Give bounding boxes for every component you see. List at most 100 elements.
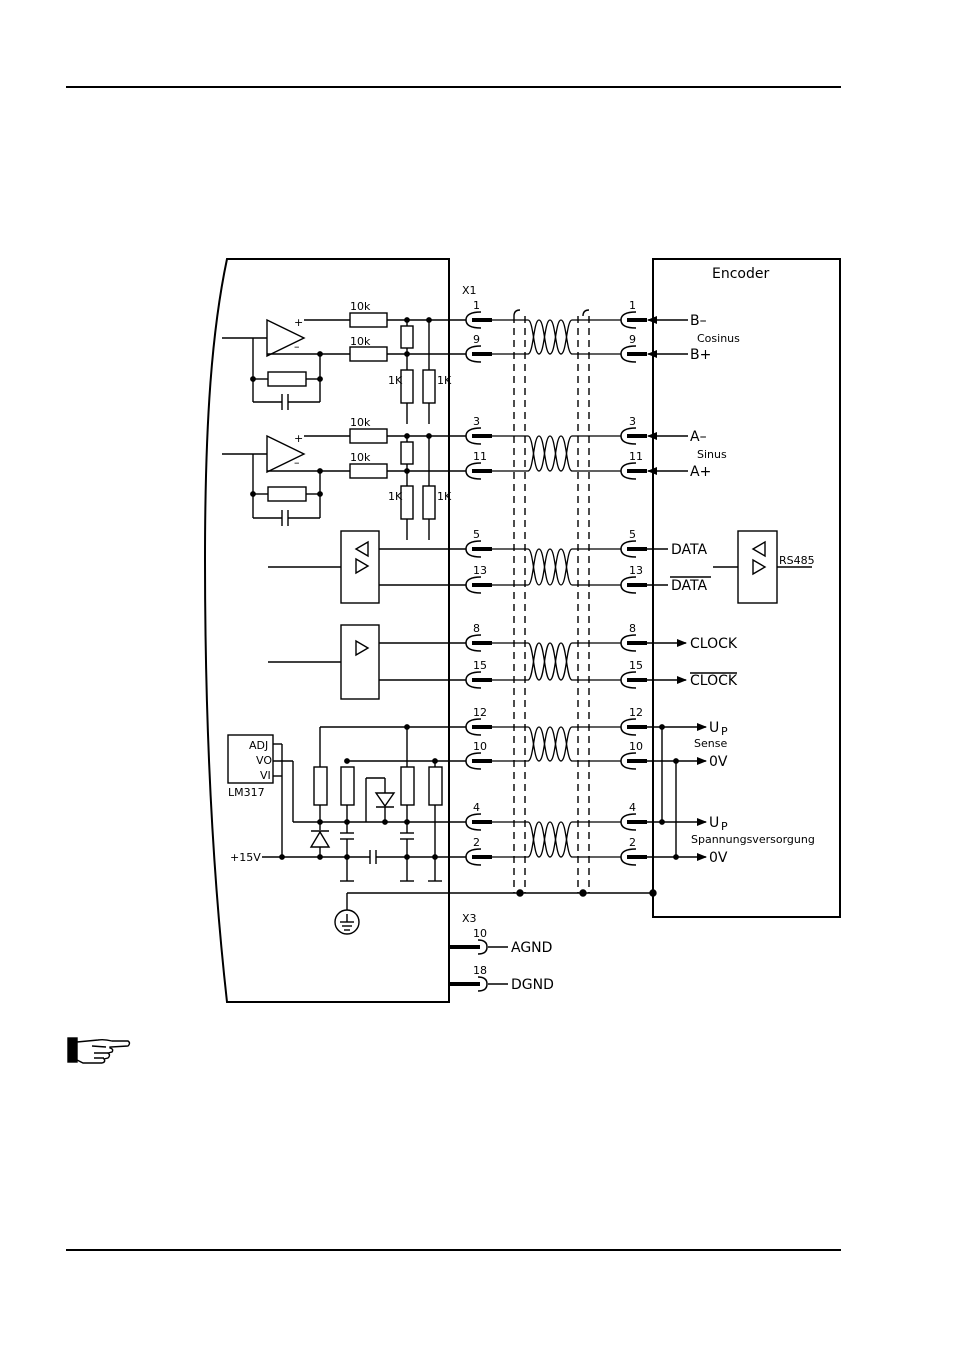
encoder-pin-label: 10 — [629, 740, 643, 753]
svg-text:–: – — [294, 456, 300, 469]
label-sinus: Sinus — [697, 448, 727, 461]
r-10k-3: 10k — [350, 416, 371, 429]
lm317-box — [227, 734, 274, 784]
svg-text:+: + — [294, 432, 303, 445]
signal-0v-sense: 0V — [709, 754, 728, 770]
encoder-pin-label: 12 — [629, 706, 643, 719]
x1-pin-label: 10 — [473, 740, 487, 753]
clock-driver — [268, 624, 466, 700]
encoder-pin-8: 8 — [620, 622, 647, 652]
encoder-pin-label: 9 — [629, 333, 636, 346]
svg-text:VO: VO — [256, 754, 272, 767]
x1-pin-label: 3 — [473, 415, 480, 428]
signal-clock-inv: CLOCK — [690, 673, 738, 689]
encoder-pin-1: 1 — [620, 299, 647, 329]
encoder-pin-13: 13 — [620, 564, 647, 594]
x1-pin-label: 2 — [473, 836, 480, 849]
encoder-pin-5: 5 — [620, 528, 647, 558]
signal-a-plus: A+ — [690, 464, 711, 480]
encoder-pin-12: 12 — [620, 706, 647, 736]
x1-pin-label: 5 — [473, 528, 480, 541]
x1-pin-15: 15 — [465, 659, 492, 689]
signal-data-inv: DATA — [671, 578, 707, 594]
svg-text:–: – — [294, 340, 300, 353]
label-agnd: AGND — [511, 940, 552, 956]
encoder-pin-label: 15 — [629, 659, 643, 672]
supply-section: ADJ VO VI LM317 +15V — [227, 724, 466, 935]
twisted-pair — [492, 642, 621, 681]
r-10k-4: 10k — [350, 451, 371, 464]
signal-clock: CLOCK — [690, 636, 738, 652]
encoder-pin-label: 4 — [629, 801, 636, 814]
x1-pin-label: 8 — [473, 622, 480, 635]
x3-pin-10: 10 — [473, 927, 487, 940]
x1-pin-4: 4 — [465, 801, 492, 831]
signal-a-minus: A– — [690, 429, 707, 445]
signal-up-sense: U — [709, 720, 719, 736]
label-dgnd: DGND — [511, 977, 554, 993]
x3-pin-18: 18 — [473, 964, 487, 977]
twisted-pair — [492, 435, 621, 472]
svg-text:+15V: +15V — [230, 851, 261, 864]
x1-pin-11: 11 — [465, 450, 492, 480]
encoder-pin-2: 2 — [620, 836, 647, 866]
twisted-pair — [492, 726, 621, 762]
encoder-title: Encoder — [712, 266, 769, 282]
data-transceiver — [268, 530, 466, 604]
x1-pin-label: 4 — [473, 801, 480, 814]
encoder-pin-3: 3 — [620, 415, 647, 445]
label-sense: Sense — [694, 737, 727, 750]
x1-pin-13: 13 — [465, 564, 492, 594]
x1-pin-9: 9 — [465, 333, 492, 363]
encoder-pin-9: 9 — [620, 333, 647, 363]
svg-text:VI: VI — [260, 769, 271, 782]
encoder-pin-label: 2 — [629, 836, 636, 849]
encoder-pin-label: 11 — [629, 450, 643, 463]
cosinus-channel: + – — [222, 312, 466, 424]
signal-0v-supply: 0V — [709, 850, 728, 866]
twisted-pair — [492, 319, 621, 355]
x1-pin-8: 8 — [465, 622, 492, 652]
sinus-channel: + – — [222, 428, 466, 540]
label-supply: Spannungsversorgung — [691, 833, 815, 846]
twisted-pair — [492, 821, 621, 858]
x1-pin-10: 10 — [465, 740, 492, 770]
encoder-pin-label: 1 — [629, 299, 636, 312]
x1-pin-5: 5 — [465, 528, 492, 558]
r-1k-2: 1K — [437, 374, 452, 387]
label-rs485: RS485 — [779, 554, 815, 567]
signal-up-supply-sub: P — [721, 820, 728, 833]
signal-up-sense-sub: P — [721, 725, 728, 738]
shield-ground-bus — [347, 309, 657, 897]
encoder-pin-label: 8 — [629, 622, 636, 635]
twisted-pairs — [492, 319, 621, 858]
x1-pin-12: 12 — [465, 706, 492, 736]
x1-pin-2: 2 — [465, 836, 492, 866]
r-10k-1: 10k — [350, 300, 371, 313]
encoder-pin-label: 3 — [629, 415, 636, 428]
x1-pin-label: 12 — [473, 706, 487, 719]
encoder-pin-label: 13 — [629, 564, 643, 577]
svg-text:ADJ: ADJ — [249, 739, 268, 752]
signal-b-minus: B– — [690, 313, 707, 329]
x1-pin-3: 3 — [465, 415, 492, 445]
pointing-hand-icon — [67, 1037, 131, 1064]
x1-label: X1 — [462, 284, 477, 297]
encoder-pin-label: 5 — [629, 528, 636, 541]
label-cosinus: Cosinus — [697, 332, 740, 345]
encoder-box — [652, 258, 841, 918]
r-10k-2: 10k — [350, 335, 371, 348]
x1-pin-label: 11 — [473, 450, 487, 463]
x1-pin-1: 1 — [465, 299, 492, 329]
svg-text:+: + — [294, 316, 303, 329]
r-1k-1: 1K — [388, 374, 403, 387]
encoder-pin-10: 10 — [620, 740, 647, 770]
signal-data: DATA — [671, 542, 707, 558]
x3-label: X3 — [462, 912, 477, 925]
encoder-pin-4: 4 — [620, 801, 647, 831]
x1-pin-label: 1 — [473, 299, 480, 312]
signal-up-supply: U — [709, 815, 719, 831]
